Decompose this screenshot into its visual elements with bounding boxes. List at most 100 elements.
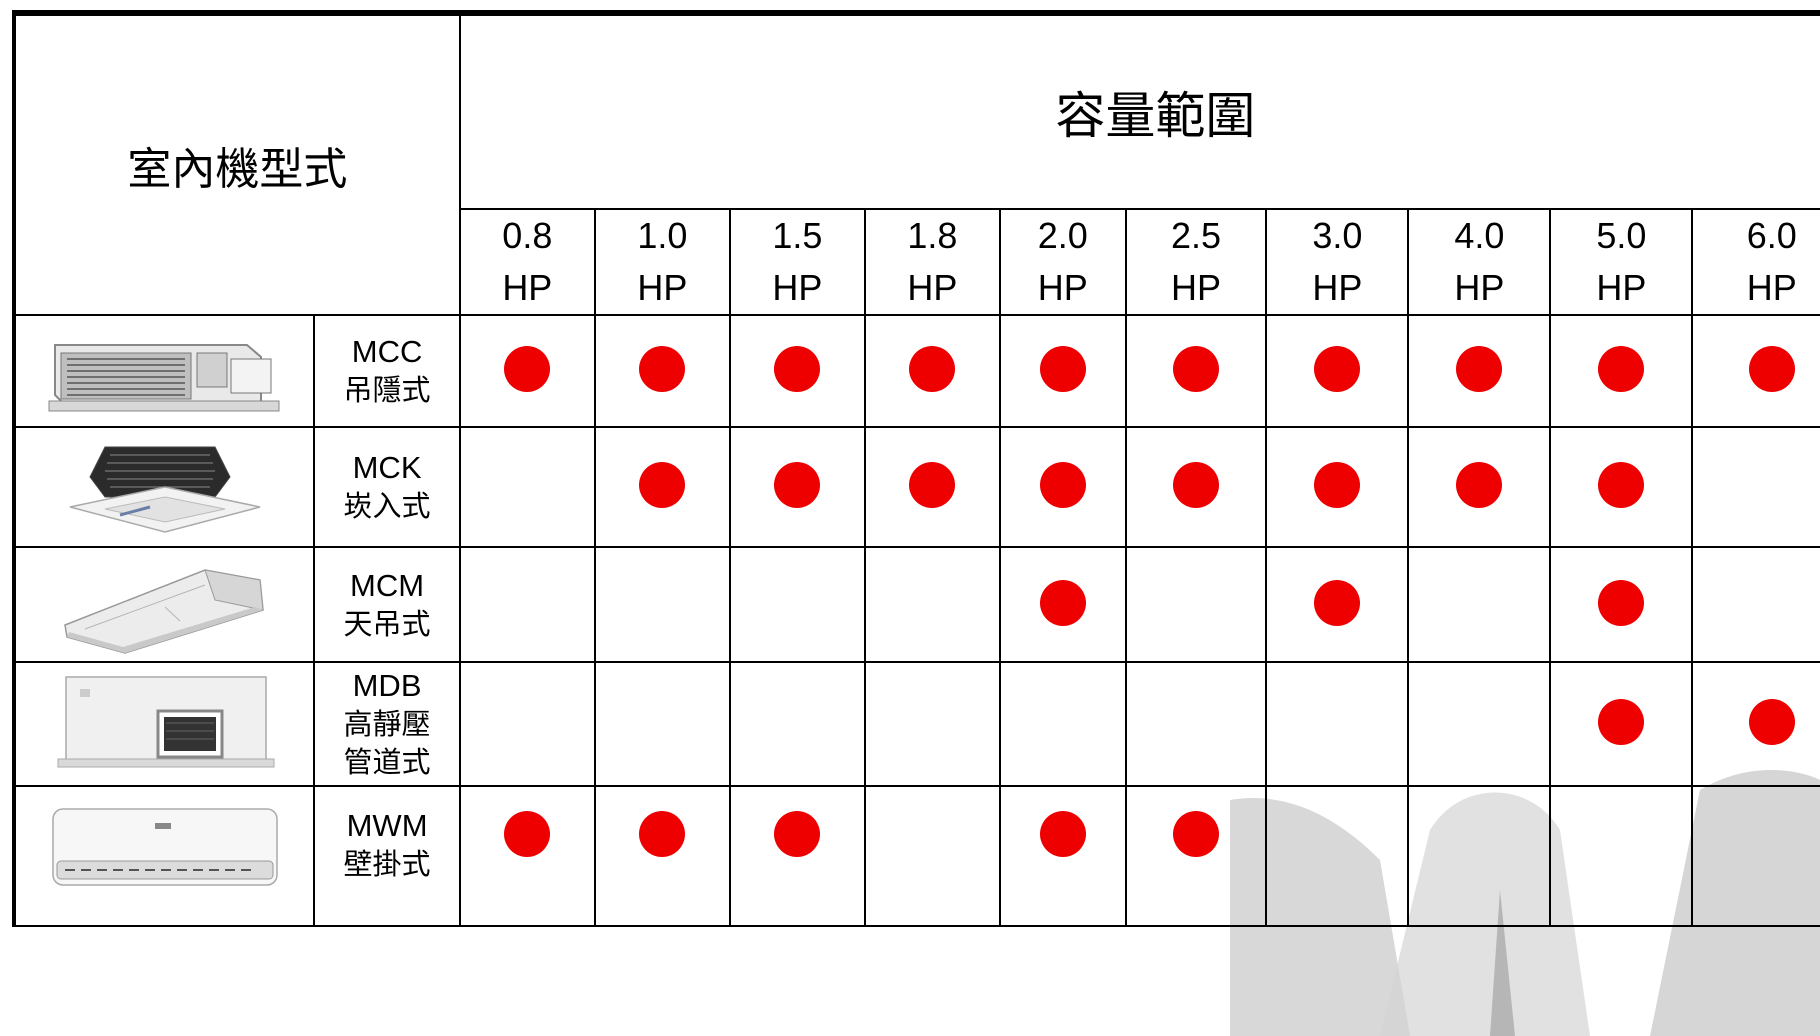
model-code: MWM bbox=[346, 808, 428, 843]
capacity-cell bbox=[728, 785, 866, 927]
model-name: 崁入式 bbox=[343, 489, 431, 523]
available-dot bbox=[1173, 811, 1219, 857]
available-dot bbox=[1598, 579, 1645, 626]
capacity-cell bbox=[998, 426, 1127, 548]
capacity-cell bbox=[998, 785, 1127, 927]
high-static-duct-unit-image bbox=[11, 661, 316, 787]
available-dot bbox=[504, 346, 551, 392]
capacity-cell bbox=[1265, 426, 1410, 548]
capacity-cell bbox=[863, 426, 1001, 548]
capacity-cell bbox=[593, 661, 731, 787]
capacity-cell bbox=[1265, 546, 1410, 663]
model-code: MCC bbox=[351, 334, 423, 369]
capacity-cell bbox=[998, 661, 1127, 787]
model-name: 高靜壓 bbox=[343, 707, 431, 741]
capacity-cell bbox=[728, 426, 866, 548]
available-dot bbox=[909, 462, 956, 508]
capacity-cell bbox=[1407, 426, 1552, 548]
capacity-cell bbox=[1407, 785, 1552, 927]
capacity-cell bbox=[1124, 661, 1268, 787]
capacity-range-header: 容量範圍 bbox=[458, 10, 1820, 210]
capacity-cell bbox=[1124, 546, 1268, 663]
model-label: MCK 崁入式 bbox=[313, 426, 461, 548]
ceiling-concealed-unit-image bbox=[11, 314, 316, 428]
model-name: 吊隱式 bbox=[343, 373, 431, 407]
table-row: MCM 天吊式 bbox=[11, 546, 1820, 663]
capacity-cell bbox=[998, 546, 1127, 663]
capacity-cell bbox=[1691, 785, 1820, 927]
capacity-cell bbox=[1549, 546, 1694, 663]
available-dot bbox=[1314, 579, 1361, 626]
available-dot bbox=[1748, 346, 1795, 392]
available-dot bbox=[1598, 346, 1645, 392]
model-name: 管道式 bbox=[343, 745, 431, 779]
model-name: 天吊式 bbox=[343, 606, 431, 641]
wall-mounted-unit-image bbox=[11, 785, 316, 927]
capacity-cell bbox=[1265, 314, 1410, 428]
capacity-cell bbox=[728, 546, 866, 663]
available-dot bbox=[1039, 346, 1086, 392]
capacity-cell bbox=[1691, 546, 1820, 663]
capacity-cell bbox=[1124, 785, 1268, 927]
available-dot bbox=[909, 346, 956, 392]
capacity-cell bbox=[1691, 314, 1820, 428]
capacity-cell bbox=[1265, 785, 1410, 927]
available-dot bbox=[1173, 346, 1219, 392]
model-code: MCM bbox=[350, 567, 425, 603]
capacity-cell bbox=[1407, 661, 1552, 787]
table-row: MWM 壁掛式 bbox=[11, 785, 1820, 927]
available-dot bbox=[1039, 579, 1086, 626]
capacity-cell bbox=[458, 785, 596, 927]
available-dot bbox=[1314, 346, 1361, 392]
capacity-cell bbox=[593, 314, 731, 428]
ceiling-suspended-unit-image bbox=[11, 546, 316, 663]
available-dot bbox=[1314, 462, 1361, 508]
capacity-cell bbox=[1124, 314, 1268, 428]
capacity-cell bbox=[1407, 314, 1552, 428]
available-dot bbox=[639, 811, 686, 857]
capacity-cell bbox=[998, 314, 1127, 428]
model-label: MCM 天吊式 bbox=[313, 546, 461, 663]
available-dot bbox=[774, 462, 821, 508]
capacity-cell bbox=[593, 426, 731, 548]
indoor-type-header: 室內機型式 bbox=[12, 10, 461, 316]
available-dot bbox=[1456, 462, 1503, 508]
available-dot bbox=[1748, 699, 1795, 745]
available-dot bbox=[1456, 346, 1503, 392]
model-label: MCC 吊隱式 bbox=[313, 314, 461, 428]
available-dot bbox=[1039, 462, 1086, 508]
capacity-cell bbox=[863, 546, 1001, 663]
capacity-cell bbox=[1691, 426, 1820, 548]
table-row: MDB 高靜壓 管道式 bbox=[11, 661, 1820, 787]
table-row: MCC 吊隱式 bbox=[11, 314, 1820, 428]
capacity-cell bbox=[728, 661, 866, 787]
model-code: MDB bbox=[352, 668, 422, 703]
capacity-cell bbox=[593, 546, 731, 663]
available-dot bbox=[774, 346, 821, 392]
available-dot bbox=[1173, 462, 1219, 508]
available-dot bbox=[504, 811, 551, 857]
model-label: MWM 壁掛式 bbox=[313, 785, 461, 927]
capacity-cell bbox=[863, 661, 1001, 787]
capacity-cell bbox=[458, 426, 596, 548]
available-dot bbox=[639, 346, 686, 392]
capacity-cell bbox=[728, 314, 866, 428]
cassette-unit-image bbox=[11, 426, 316, 548]
available-dot bbox=[1598, 462, 1645, 508]
capacity-cell bbox=[458, 546, 596, 663]
model-name: 壁掛式 bbox=[343, 847, 431, 881]
capacity-cell bbox=[1265, 661, 1410, 787]
available-dot bbox=[774, 811, 821, 857]
available-dot bbox=[1039, 811, 1086, 857]
